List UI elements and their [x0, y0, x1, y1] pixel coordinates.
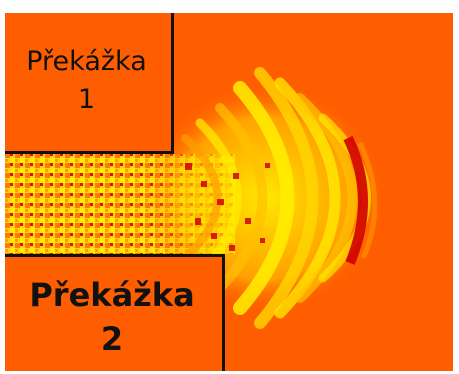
wave-speckles — [185, 163, 270, 251]
obstacle-2: Překážka 2 — [5, 254, 225, 371]
obstacle-1-number: 1 — [77, 83, 96, 115]
obstacle-1: Překážka 1 — [5, 13, 174, 154]
wave-simulation: Překážka 1 Překážka 2 — [5, 13, 453, 371]
obstacle-2-label: Překážka — [29, 275, 195, 314]
wavefronts — [181, 67, 371, 329]
obstacle-1-label: Překážka — [26, 45, 147, 77]
obstacle-2-number: 2 — [100, 319, 124, 358]
wave-red-band — [343, 135, 368, 265]
